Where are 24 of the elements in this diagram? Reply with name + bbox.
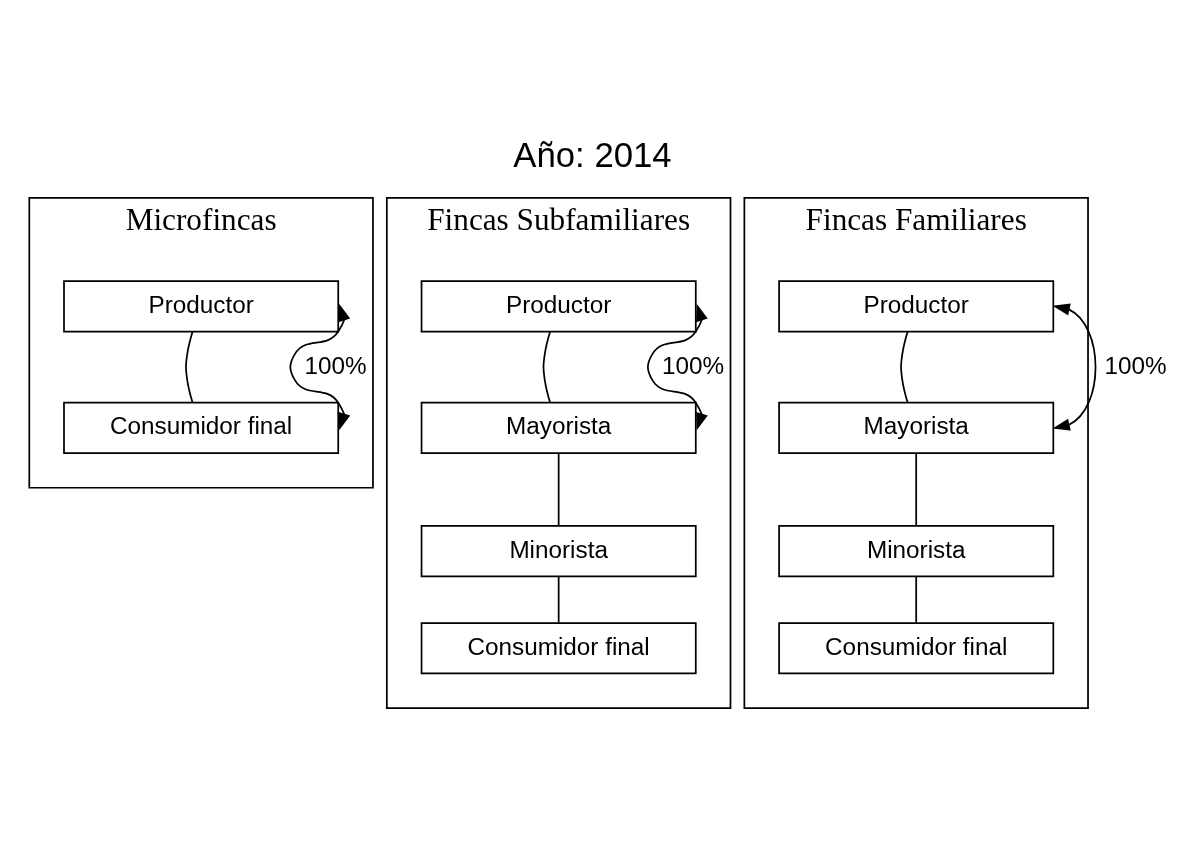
edge-label: 100%: [1104, 351, 1167, 379]
node-box: Productor: [778, 279, 1055, 332]
node-box: Minorista: [778, 524, 1055, 577]
arrow: [647, 303, 708, 430]
node-box: Consumidor final: [63, 401, 340, 454]
edge-label: 100%: [304, 351, 367, 379]
connector: [557, 451, 560, 527]
edge-label: 100%: [662, 351, 725, 379]
connector: [542, 330, 551, 403]
node-box: Productor: [420, 279, 697, 332]
diagram-title: Año: 2014: [513, 135, 672, 174]
arrow: [289, 303, 351, 430]
connector: [915, 575, 918, 623]
connector: [900, 330, 909, 403]
connector: [557, 575, 560, 623]
arrow: [1052, 303, 1097, 431]
node-box: Consumidor final: [778, 621, 1055, 674]
node-box: Mayorista: [420, 401, 697, 454]
connector: [915, 451, 918, 527]
node-box: Minorista: [420, 524, 697, 577]
connector: [185, 330, 194, 403]
node-box: Productor: [63, 279, 340, 332]
node-box: Mayorista: [778, 401, 1055, 454]
node-box: Consumidor final: [420, 621, 697, 674]
